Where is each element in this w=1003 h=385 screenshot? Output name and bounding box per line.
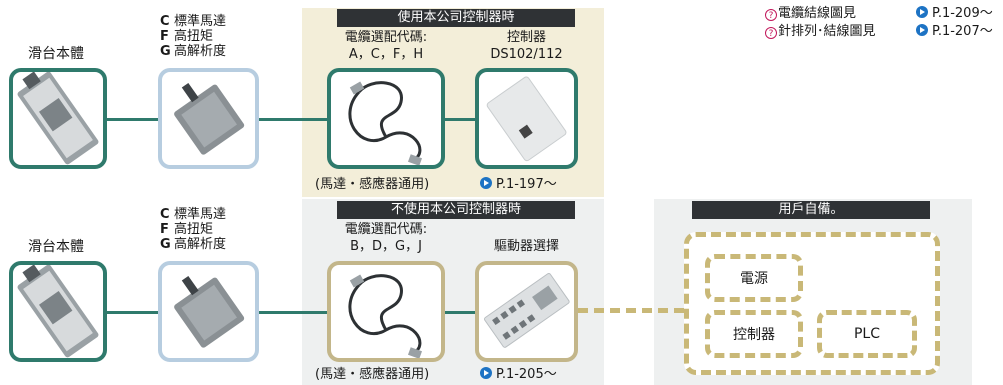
connector-line <box>105 311 163 314</box>
connector-line <box>257 118 327 121</box>
cable-title: 電纜選配代碼: <box>344 30 428 45</box>
stepper-motor-icon <box>174 82 245 155</box>
linear-stage-icon <box>17 264 99 358</box>
motor-box[interactable] <box>158 261 259 362</box>
slide-stage-box[interactable] <box>9 68 107 169</box>
user-controller-box[interactable]: 控制器 <box>705 310 803 358</box>
no-own-controller-header: 不使用本公司控制器時 <box>337 201 575 219</box>
own-controller-header: 使用本公司控制器時 <box>337 9 575 27</box>
hint-icon: ? <box>765 27 777 39</box>
dashed-connector <box>578 308 684 313</box>
linear-stage-icon <box>17 71 99 165</box>
cable-note: (馬達・感應器通用) <box>315 367 430 382</box>
arrow-right-icon <box>916 6 928 18</box>
stepper-motor-icon <box>174 275 245 348</box>
controller-unit-icon <box>486 76 567 162</box>
cable-icon <box>348 81 423 166</box>
slide-label: 滑台本體 <box>28 46 84 62</box>
controller-box[interactable] <box>475 68 578 169</box>
arrow-right-icon <box>480 177 492 189</box>
driver-box[interactable] <box>475 261 578 362</box>
ref-cable-wiring[interactable]: ?電纜結線圖見 <box>765 6 856 22</box>
controller-title: 控制器 <box>506 30 546 45</box>
user-supplied-header: 用戶自備。 <box>692 201 930 219</box>
motor-box[interactable] <box>158 68 259 169</box>
cable-note: (馬達・感應器通用) <box>315 177 430 192</box>
connector-line <box>105 118 163 121</box>
hint-icon: ? <box>765 9 777 21</box>
controller-model: DS102/112 <box>490 47 563 62</box>
slide-label: 滑台本體 <box>28 239 84 255</box>
cable-codes: A，C，F，H <box>348 47 424 62</box>
ref-pin-layout[interactable]: ?針排列･結線圖見 <box>765 24 876 40</box>
page-ref-link[interactable]: P.1-205～ <box>480 367 557 383</box>
page-ref-link[interactable]: P.1-197～ <box>480 177 557 193</box>
driver-unit-icon <box>484 273 570 348</box>
plc-box[interactable]: PLC <box>817 310 917 358</box>
cable-title: 電纜選配代碼: <box>344 222 428 237</box>
connector-line <box>445 118 475 121</box>
cable-box[interactable] <box>327 68 445 169</box>
connector-line <box>445 311 475 314</box>
arrow-right-icon <box>916 24 928 36</box>
slide-stage-box[interactable] <box>9 261 107 362</box>
connector-line <box>257 311 327 314</box>
cable-codes: B，D，G，J <box>350 239 422 254</box>
ref-pin-layout-page[interactable]: P.1-207～ <box>916 24 993 40</box>
arrow-right-icon <box>480 367 492 379</box>
power-supply-box[interactable]: 電源 <box>705 254 803 302</box>
cable-icon <box>348 274 423 359</box>
cable-box[interactable] <box>327 261 445 362</box>
driver-title: 驅動器選擇 <box>493 239 559 254</box>
ref-cable-wiring-page[interactable]: P.1-209～ <box>916 6 993 22</box>
